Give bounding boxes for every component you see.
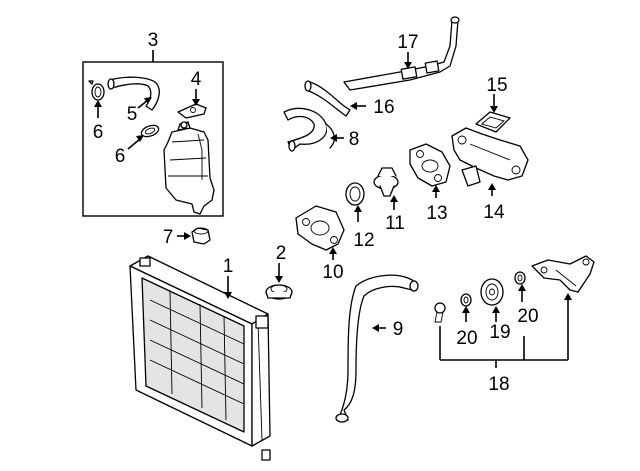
radiator-hose-8 (283, 107, 344, 152)
idler-pulley-19 (480, 278, 504, 322)
callout-15: 15 (486, 75, 507, 96)
callout-20-left: 20 (456, 328, 477, 349)
washer-20-left (460, 293, 472, 322)
callout-17: 17 (397, 32, 418, 53)
callout-20-right: 20 (517, 306, 538, 327)
gasket-15 (475, 94, 511, 133)
reservoir-bracket-4 (177, 89, 207, 119)
lower-radiator-hose-9 (335, 274, 419, 423)
callout-3: 3 (148, 30, 159, 51)
callout-5: 5 (127, 104, 138, 125)
cap-7 (177, 227, 211, 245)
reservoir-group-frame (82, 50, 224, 217)
group-18-bracket-lines (439, 326, 568, 368)
bolt-item-18 (434, 302, 446, 323)
coolant-reservoir-tank (163, 121, 215, 215)
callout-8: 8 (349, 129, 360, 150)
callout-13: 13 (426, 203, 447, 224)
callout-14: 14 (483, 202, 505, 223)
callout-16: 16 (373, 97, 394, 118)
water-outlet-housing-14 (451, 127, 529, 196)
seal-12 (345, 182, 365, 222)
callout-6-top: 6 (93, 122, 104, 143)
reservoir-hose-5 (107, 76, 160, 111)
water-inlet-10 (295, 205, 345, 260)
callout-4: 4 (191, 69, 202, 90)
hose-clamp-6-lower (127, 124, 160, 150)
callout-1: 1 (223, 256, 234, 277)
pulley-bracket-18 (531, 255, 595, 360)
callout-10: 10 (322, 262, 343, 283)
water-pipe-17 (343, 16, 460, 91)
thermostat-housing-13 (409, 143, 451, 198)
radiator-cap-2 (265, 263, 293, 300)
bypass-hose-16 (304, 80, 366, 117)
callout-7: 7 (163, 227, 174, 248)
thermostat-11 (373, 167, 399, 210)
hose-clamp-6-top (88, 80, 105, 118)
callout-11: 11 (385, 213, 405, 234)
washer-20-right (514, 271, 526, 302)
callout-12: 12 (353, 230, 374, 251)
callout-2: 2 (276, 243, 287, 264)
radiator-1 (129, 255, 271, 461)
callout-18: 18 (488, 374, 509, 395)
callout-19: 19 (489, 322, 510, 343)
callout-9: 9 (393, 319, 404, 340)
callout-labels: 3 4 5 6 6 7 1 2 8 16 17 15 14 13 11 12 1… (93, 30, 539, 395)
callout-6-lower: 6 (115, 146, 126, 167)
